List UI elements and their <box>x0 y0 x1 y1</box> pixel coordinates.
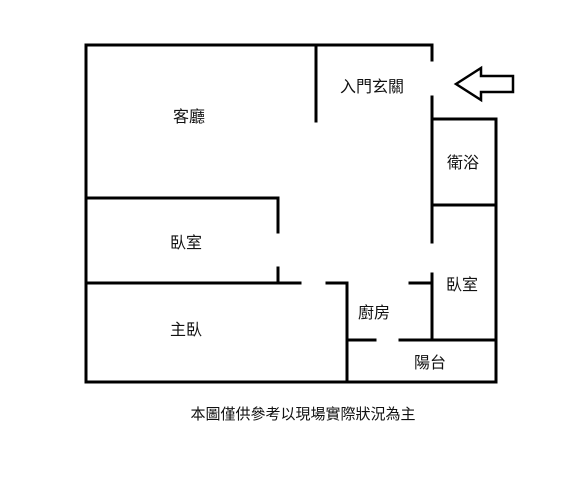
label-bedroom-middle: 臥室 <box>170 233 202 252</box>
arrow-left-icon <box>453 65 515 103</box>
label-bathroom: 衛浴 <box>447 153 479 172</box>
walls <box>84 43 498 384</box>
label-entrance: 入門玄關 <box>340 77 404 96</box>
label-bedroom-right: 臥室 <box>446 275 478 294</box>
label-kitchen: 廚房 <box>358 303 390 322</box>
label-living-room: 客廳 <box>173 107 205 126</box>
label-master-bedroom: 主臥 <box>170 320 202 339</box>
label-balcony: 陽台 <box>414 353 446 372</box>
disclaimer-caption: 本圖僅供參考以現場實際狀況為主 <box>190 405 415 423</box>
